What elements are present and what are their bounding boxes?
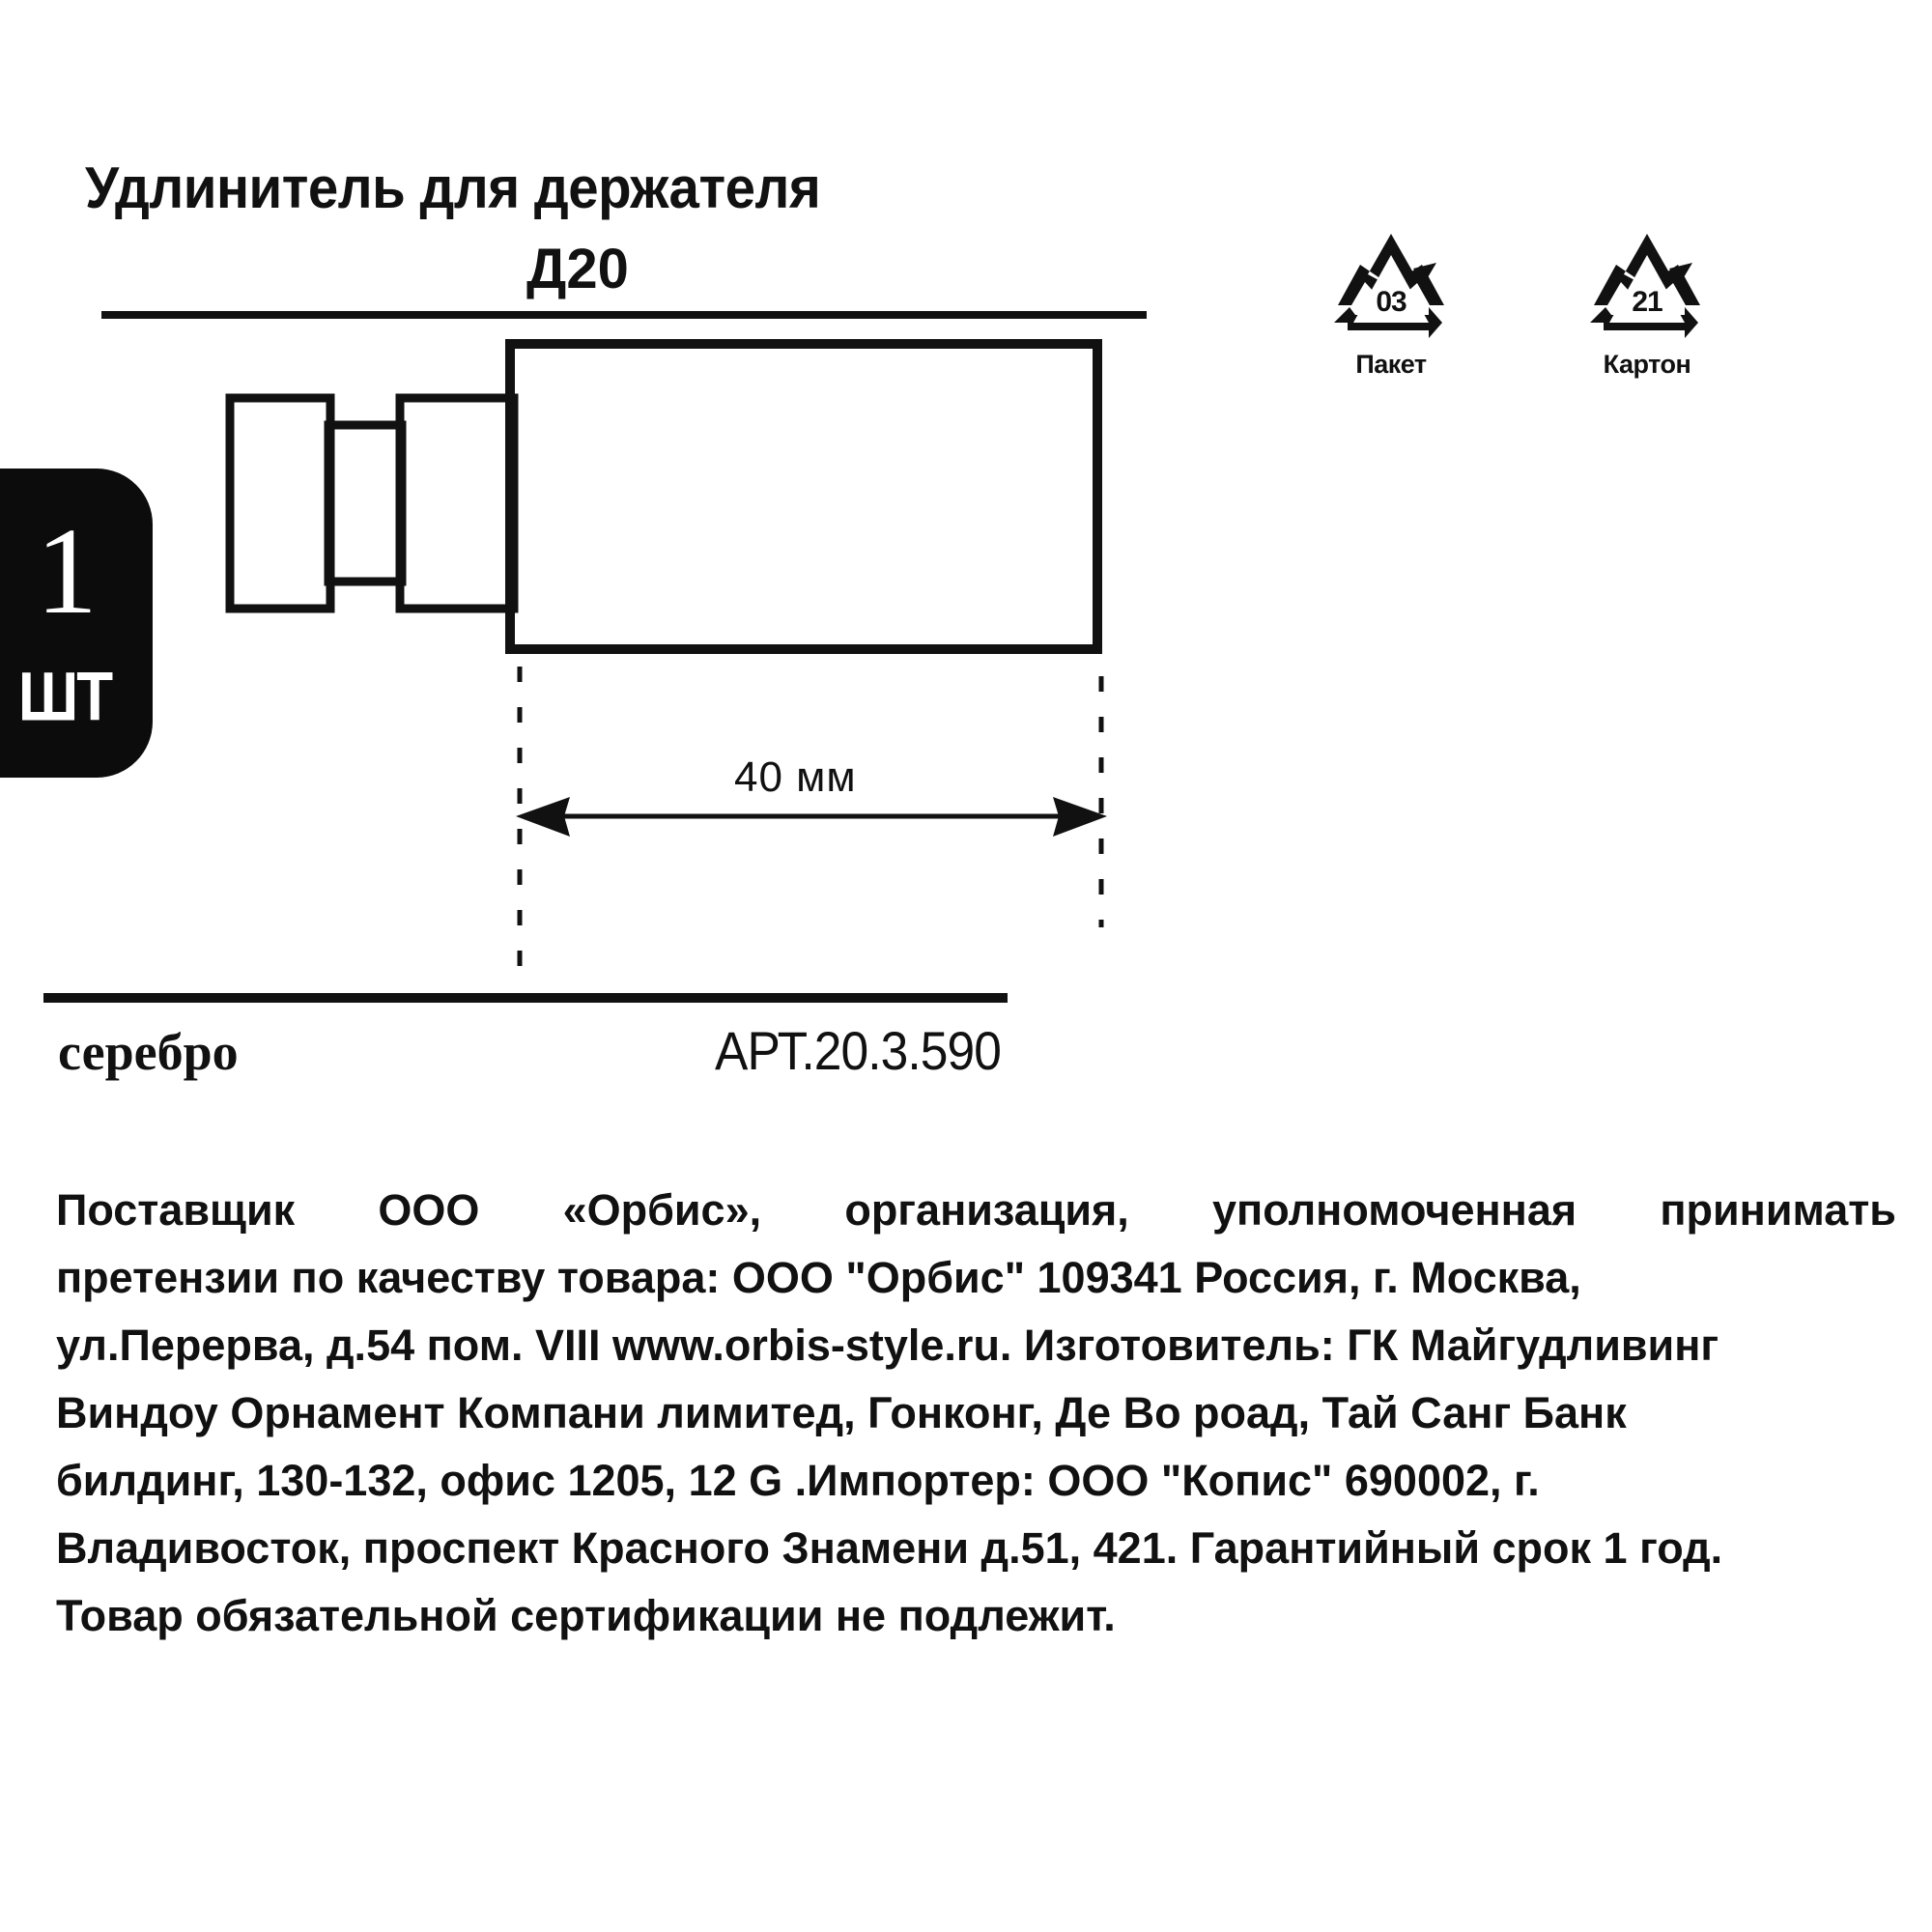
shape-main-body <box>505 339 1102 654</box>
dimension-arrow-right <box>1053 797 1107 837</box>
shape-small-collar <box>225 393 335 613</box>
recycling-mark-carton: 21 Картон <box>1555 230 1739 380</box>
color-label: серебро <box>58 1023 239 1081</box>
legal-word: Поставщик <box>56 1185 296 1235</box>
legal-line: ул.Перерва, д.54 пом. VIII www.orbis-sty… <box>56 1321 1719 1370</box>
legal-line: билдинг, 130-132, офис 1205, 12 G .Импор… <box>56 1456 1540 1505</box>
quantity-unit: ШТ <box>17 659 113 736</box>
legal-word: принимать <box>1660 1185 1896 1235</box>
recycling-code: 03 <box>1376 286 1406 318</box>
legal-line: Товар обязательной сертификации не подле… <box>56 1591 1116 1640</box>
page-subtitle-model: Д20 <box>526 238 629 300</box>
dimension-label: 40 мм <box>734 753 857 801</box>
recycling-caption: Пакет <box>1355 350 1427 379</box>
legal-line: Владивосток, проспект Красного Знамени д… <box>56 1523 1723 1573</box>
dimension-arrow-left <box>516 797 570 837</box>
legal-line: претензии по качеству товара: ООО "Орбис… <box>56 1253 1581 1302</box>
shape-mid-collar <box>395 393 519 613</box>
legal-word: ООО <box>378 1185 480 1235</box>
legal-line: Виндоу Орнамент Компани лимитед, Гонконг… <box>56 1388 1627 1437</box>
legal-word: уполномоченная <box>1212 1185 1577 1235</box>
legal-line: Поставщик ООО «Орбис», организация, уполномо… <box>56 1177 1896 1244</box>
recycling-mark-packet: 03 Пакет <box>1299 230 1483 380</box>
article-number: АРТ.20.3.590 <box>715 1020 1002 1081</box>
divider-top <box>101 311 1147 319</box>
recycling-triangle-icon: 21 <box>1584 230 1710 344</box>
shape-neck <box>324 420 407 586</box>
legal-supplier-text: Поставщик ООО «Орбис», организация, уполномо… <box>56 1177 1896 1650</box>
recycling-triangle-icon: 03 <box>1328 230 1454 344</box>
page-title: Удлинитель для держателя <box>85 156 821 220</box>
recycling-caption: Картон <box>1603 350 1691 379</box>
legal-word: «Орбис», <box>562 1185 762 1235</box>
recycling-code: 21 <box>1632 286 1662 318</box>
product-technical-drawing <box>225 339 1107 978</box>
quantity-badge: 1 ШТ <box>0 469 153 778</box>
divider-bottom <box>43 993 1008 1003</box>
legal-word: организация, <box>844 1185 1129 1235</box>
quantity-count: 1 <box>36 502 98 639</box>
